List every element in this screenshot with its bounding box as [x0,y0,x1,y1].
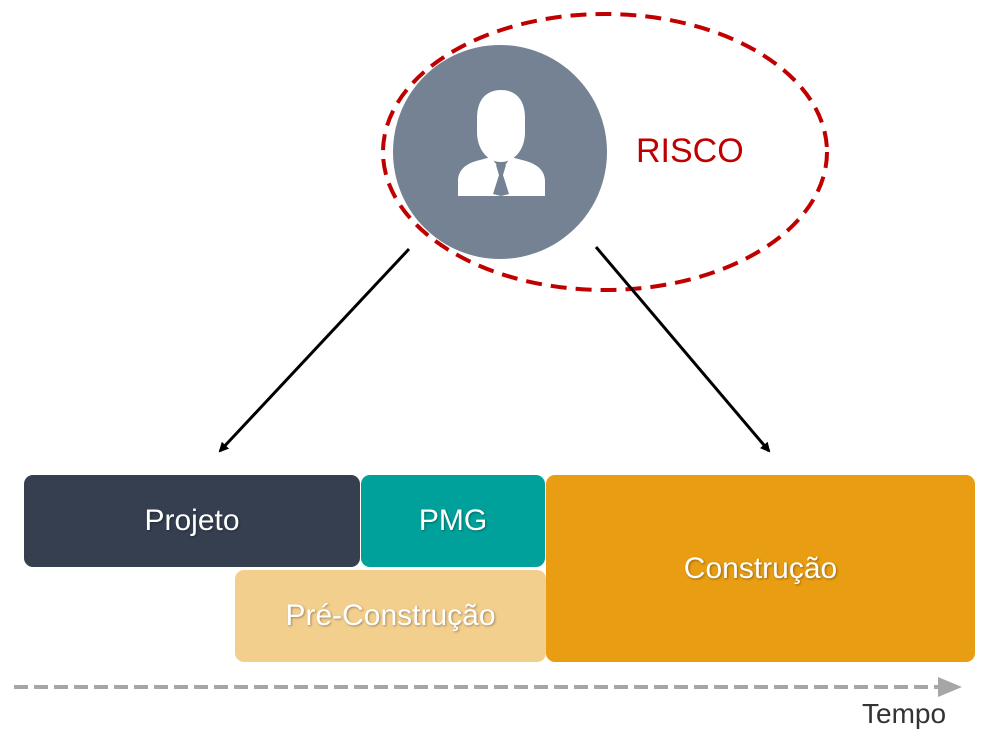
risk-label: RISCO [636,132,744,170]
phase-label-pre-construcao: Pré-Construção [285,599,496,632]
businessman-icon [458,90,545,196]
phase-label-projeto: Projeto [144,504,240,537]
arrow-to-projeto [218,247,411,453]
timeline-label: Tempo [862,698,947,729]
phase-box-construcao: Construção [546,475,975,662]
phase-box-pmg: PMG [361,475,545,567]
phase-box-pre-construcao: Pré-Construção [235,570,546,662]
timeline-arrowhead [938,677,962,697]
risk-ellipse [381,12,829,292]
arrow-to-construcao [594,246,771,453]
phase-box-projeto: Projeto [24,475,360,567]
phase-label-pmg: PMG [418,504,488,537]
phase-label-construcao: Construção [683,551,838,585]
